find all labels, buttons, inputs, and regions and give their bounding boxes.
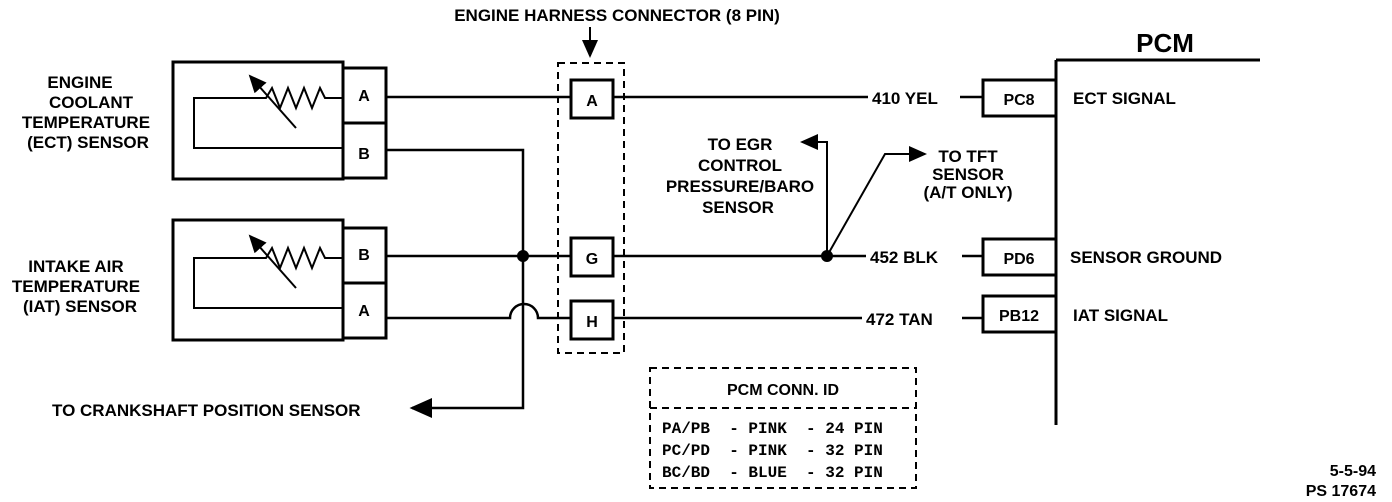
conn-table-title: PCM CONN. ID [727,382,839,399]
svg-text:ENGINE: ENGINE [47,73,112,92]
svg-text:CONTROL: CONTROL [698,156,782,175]
wire-ect-b-ground [386,148,525,256]
svg-text:PB12: PB12 [999,308,1039,325]
ect-pin-b: B [358,146,370,163]
harness-connector-title: ENGINE HARNESS CONNECTOR (8 PIN) [454,6,780,25]
ect-sensor: A B [171,60,388,181]
svg-text:G: G [586,251,598,268]
pcm-title: PCM [1136,28,1194,58]
svg-text:A: A [586,93,598,110]
iat-sensor: B A [171,218,388,342]
ect-signal-label: ECT SIGNAL [1073,89,1176,108]
wire-crank-ref [409,256,525,418]
svg-text:(ECT) SENSOR: (ECT) SENSOR [27,133,149,152]
iat-pin-a-box [341,281,388,340]
ect-pin-b-box [341,121,388,180]
wire-to-tft [826,146,927,257]
footer-code: PS 17674 [1306,483,1376,500]
svg-text:TO EGR: TO EGR [708,135,773,154]
iat-variable-arrow-icon [248,234,297,289]
iat-pin-b-box [341,226,388,285]
conn-table-row: BC/BD - BLUE - 32 PIN [662,464,883,482]
wire-to-egr [800,134,828,256]
ect-sensor-label: ENGINE COOLANT TEMPERATURE (ECT) SENSOR [22,73,150,152]
ect-resistor-icon [193,85,343,149]
iat-signal-label: IAT SIGNAL [1073,306,1168,325]
ect-variable-arrow-icon [248,74,297,129]
harness-pin-h: H [569,299,615,341]
harness-pin-g: G [569,236,615,278]
svg-text:(A/T ONLY): (A/T ONLY) [923,183,1012,202]
svg-text:TEMPERATURE: TEMPERATURE [22,113,150,132]
svg-text:INTAKE AIR: INTAKE AIR [28,257,123,276]
ect-pin-a: A [358,88,370,105]
svg-text:H: H [586,314,598,331]
svg-text:PRESSURE/BARO: PRESSURE/BARO [666,177,814,196]
pcm-pin-pb12: PB12 [981,294,1058,334]
iat-pin-b: B [358,247,370,264]
wire-472-label: 472 TAN [866,310,933,329]
wire-iat-a [386,302,571,320]
svg-text:TEMPERATURE: TEMPERATURE [12,277,140,296]
conn-table-row: PA/PB - PINK - 24 PIN [662,420,883,438]
iat-resistor-icon [193,245,343,309]
egr-note: TO EGR CONTROL PRESSURE/BARO SENSOR [666,135,814,217]
conn-table-row: PC/PD - PINK - 32 PIN [662,442,883,460]
iat-pin-a: A [358,303,370,320]
harness-pin-a: A [569,78,615,120]
svg-text:PC8: PC8 [1003,92,1034,109]
footer-date: 5-5-94 [1330,463,1376,480]
ect-pin-a-box [341,66,388,125]
svg-text:PD6: PD6 [1003,251,1034,268]
svg-text:SENSOR: SENSOR [702,198,774,217]
svg-text:TO TFT: TO TFT [938,147,998,166]
svg-text:SENSOR: SENSOR [932,165,1004,184]
crank-note: TO CRANKSHAFT POSITION SENSOR [52,401,361,420]
pcm-pin-pd6: PD6 [981,237,1058,277]
harness-connector-outline [557,62,625,354]
iat-sensor-label: INTAKE AIR TEMPERATURE (IAT) SENSOR [12,257,140,316]
sensor-ground-label: SENSOR GROUND [1070,248,1222,267]
wire-452-label: 452 BLK [870,248,939,267]
svg-text:COOLANT: COOLANT [49,93,134,112]
svg-text:(IAT) SENSOR: (IAT) SENSOR [23,297,137,316]
tft-note: TO TFT SENSOR (A/T ONLY) [923,147,1012,202]
pcm-conn-id-table: PCM CONN. ID PA/PB - PINK - 24 PIN PC/PD… [649,367,917,489]
wire-410-label: 410 YEL [872,89,938,108]
pcm-pin-pc8: PC8 [981,78,1058,118]
